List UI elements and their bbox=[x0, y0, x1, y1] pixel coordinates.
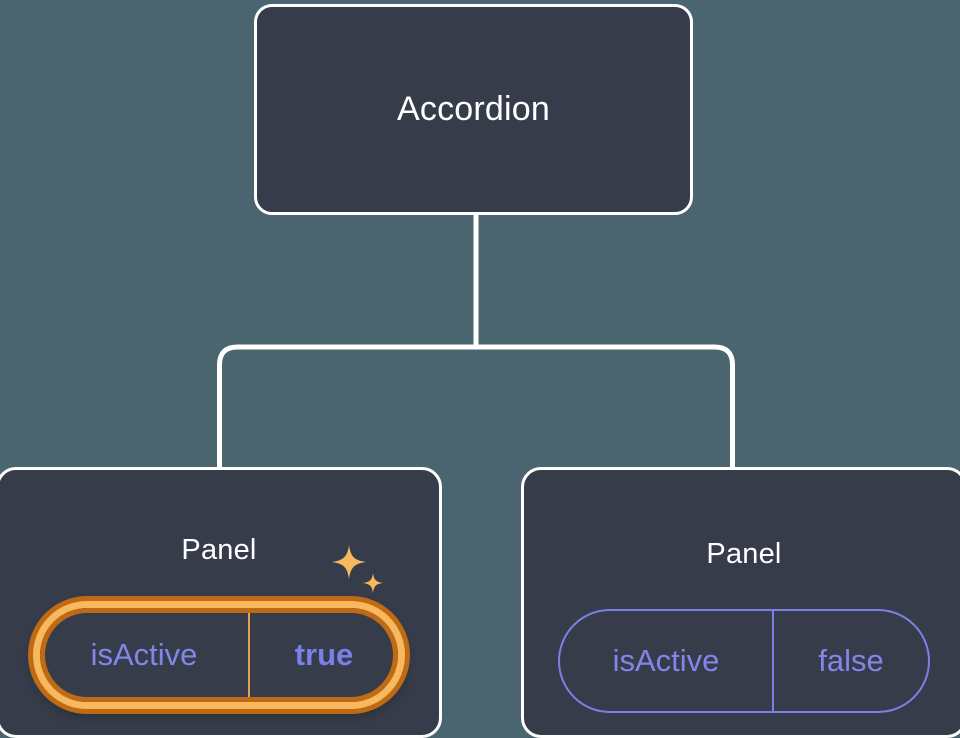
prop-key-isactive-true: isActive bbox=[40, 608, 250, 702]
node-accordion[interactable]: Accordion bbox=[254, 4, 693, 215]
node-panel-active[interactable]: Panel isActive true bbox=[0, 467, 442, 738]
prop-value-false: false bbox=[818, 643, 884, 678]
prop-pill-active[interactable]: isActive true bbox=[33, 601, 405, 709]
sparkle-large-icon bbox=[332, 545, 366, 579]
prop-pill-inactive[interactable]: isActive false bbox=[558, 609, 930, 713]
connector-child-bus bbox=[217, 344, 735, 468]
node-panel-inactive-label: Panel bbox=[706, 538, 782, 570]
node-accordion-label: Accordion bbox=[397, 90, 550, 128]
prop-value-true: true bbox=[294, 637, 354, 672]
node-panel-active-label: Panel bbox=[181, 534, 257, 566]
sparkle-small-icon bbox=[363, 573, 383, 593]
sparkle-group bbox=[332, 545, 383, 593]
prop-key-isactive-false: isActive bbox=[560, 611, 774, 711]
node-panel-inactive[interactable]: Panel isActive false bbox=[521, 467, 960, 738]
prop-pill-active-wrapper: isActive true bbox=[33, 545, 405, 709]
prop-pill-inactive-wrapper: isActive false bbox=[558, 569, 930, 713]
